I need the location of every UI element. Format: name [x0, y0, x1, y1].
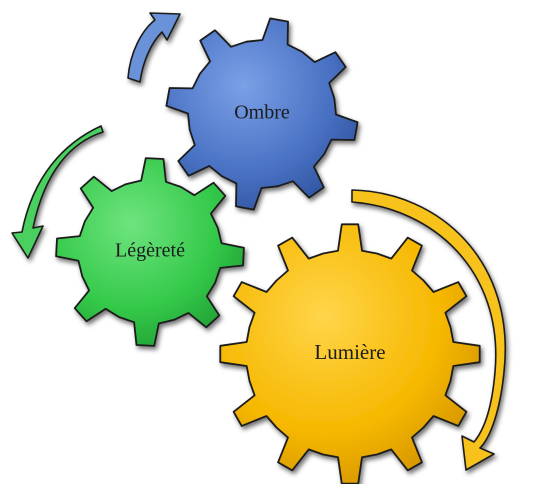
green-cycle-arrow: [11, 125, 104, 259]
gear-ombre-label: Ombre: [234, 102, 290, 124]
yellow-cycle-arrow: [351, 189, 506, 471]
green-arrow-body: [11, 125, 104, 259]
gear-legerete-label: Légèreté: [115, 240, 185, 262]
blue-cycle-arrow: [127, 12, 181, 83]
gear-legerete-shape: [55, 157, 245, 347]
gear-ombre-shape: [165, 17, 359, 211]
gear-lumiere-label: Lumière: [314, 340, 385, 364]
yellow-arrow-body: [351, 189, 506, 471]
blue-arrow-body: [127, 12, 181, 83]
gear-legerete: Légèreté: [55, 157, 245, 347]
gear-ombre: Ombre: [165, 17, 359, 211]
gear-lumiere-shape: [219, 223, 481, 484]
gear-lumiere: Lumière: [219, 223, 481, 484]
